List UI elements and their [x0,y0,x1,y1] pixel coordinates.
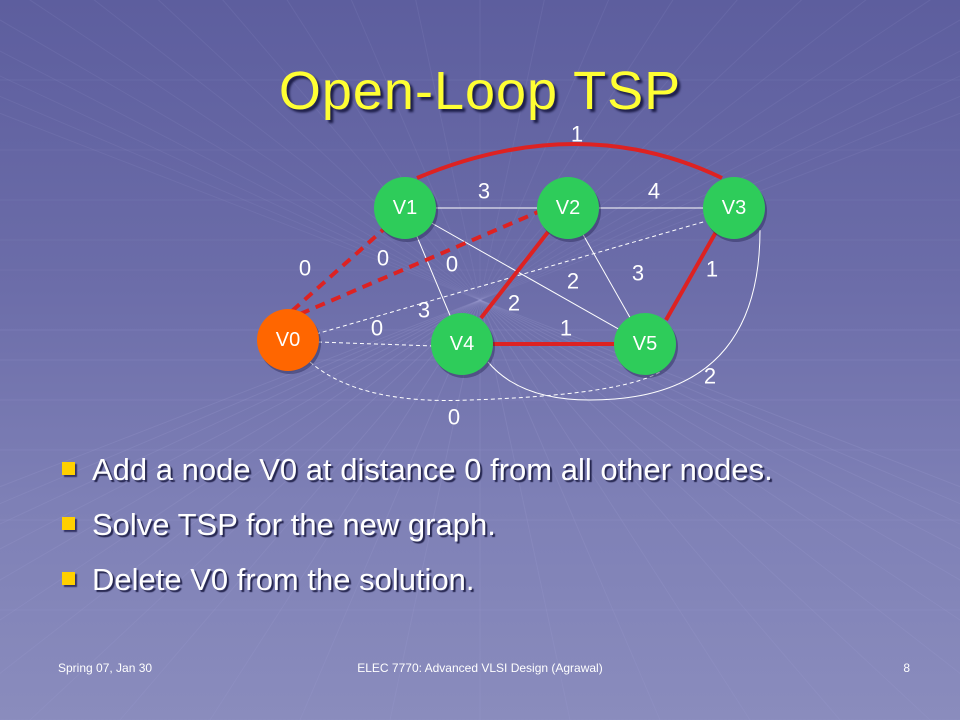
footer-date: Spring 07, Jan 30 [58,661,153,675]
grid-line [479,299,960,674]
footer-page-number: 8 [903,661,910,675]
grid-line [286,0,481,301]
tour-edge-dashed [290,227,386,313]
edge-weight-label: 1 [571,122,583,147]
grid-line [0,112,481,301]
graph-edge [404,207,646,345]
grid-line [415,0,481,301]
tour-edge [479,230,550,320]
square-bullet-icon [62,517,75,530]
grid-line [0,299,481,488]
edge-weight-label: 1 [706,257,718,282]
node-v5 [614,313,676,375]
grid-line [479,75,960,301]
grid-line [0,299,481,581]
grid-line [209,299,481,720]
node-v0 [257,309,319,371]
grid-line [479,299,960,550]
grid-line [479,299,960,581]
graph-edge-curved [487,229,761,401]
grid-line [0,299,481,674]
node-label: V3 [722,197,746,219]
node-label: V0 [276,329,300,351]
grid-line [0,299,481,525]
node-label: V2 [556,197,580,219]
edge-weight-label: 2 [567,269,579,294]
grid-line [350,0,481,301]
node-label: V5 [633,333,657,355]
edge-weight-label: 0 [448,405,460,430]
edge-weight-label: 2 [508,291,520,316]
grid-line [0,299,481,505]
footer-course: ELEC 7770: Advanced VLSI Design (Agrawal… [357,661,603,675]
grid-line [0,19,481,301]
dashed-edge-curved [309,361,661,401]
grid-line [0,75,481,301]
edge-weight-label: 0 [446,252,458,277]
grid-line [0,299,481,550]
grid-line [479,19,960,301]
bullet-text: Solve TSP for the new graph. [92,507,496,542]
bullet-text: Delete V0 from the solution. [92,562,475,597]
node-v1 [374,177,436,239]
grid-line [0,299,481,621]
grid-line [0,50,481,301]
edge-weight-label: 1 [560,316,572,341]
grid-line [479,299,931,720]
edge-weight-label: 0 [299,256,311,281]
node-v3 [703,177,765,239]
edge-weight-label: 3 [478,179,490,204]
grid-line [479,95,960,301]
square-bullet-icon [62,572,75,585]
edge-weight-label: 4 [648,179,660,204]
bullet-item: Add a node V0 at distance 0 from all oth… [62,452,773,507]
bullet-list: Add a node V0 at distance 0 from all oth… [62,452,773,617]
slide-title: Open-Loop TSP [278,61,682,121]
tour-edge [664,231,718,321]
node-label: V4 [450,333,474,355]
edge-weight-label: 0 [371,316,383,341]
grid-line [479,50,960,301]
grid-line [479,299,661,720]
bullet-text: Add a node V0 at distance 0 from all oth… [92,452,773,487]
bullet-item: Solve TSP for the new graph. [62,507,773,562]
grid-line [479,0,610,301]
grid-line [479,0,674,301]
grid-line [479,299,960,621]
edge-weight-label: 0 [377,246,389,271]
grid-line [29,0,481,301]
dashed-edge [317,341,435,347]
tour-edge-dashed [299,210,539,316]
grid-line [119,299,481,720]
grid-line [479,0,738,301]
edge-weight-label: 3 [632,261,644,286]
grid-line [479,299,751,720]
tour-edge [416,142,723,180]
node-v2 [537,177,599,239]
edge-weight-label: 2 [704,364,716,389]
grid-line [479,112,960,301]
edge-weight-label: 3 [418,298,430,323]
grid-line [479,299,841,720]
square-bullet-icon [62,462,75,475]
node-v4 [431,313,493,375]
grid-line [29,299,481,720]
node-label: V1 [393,197,417,219]
bullet-item: Delete V0 from the solution. [62,562,773,617]
grid-line [0,95,481,301]
